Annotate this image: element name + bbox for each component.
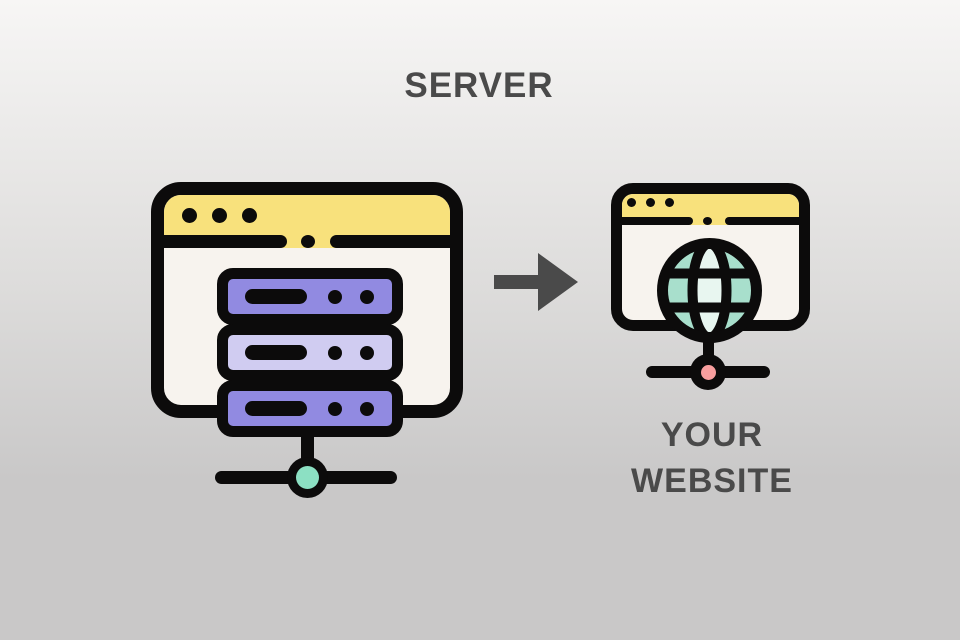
rack-slot bbox=[245, 401, 307, 416]
website-label: YOUR WEBSITE bbox=[631, 412, 793, 504]
titlebar-separator-dot bbox=[301, 235, 315, 248]
website-network-stem bbox=[703, 338, 714, 360]
server-rack bbox=[217, 324, 403, 381]
titlebar-dot bbox=[182, 208, 197, 223]
titlebar-dots bbox=[627, 198, 674, 207]
website-network-node bbox=[690, 354, 726, 390]
globe-icon bbox=[657, 238, 762, 343]
rack-led bbox=[328, 401, 342, 416]
server-rack-stack bbox=[217, 268, 403, 437]
rack-led bbox=[328, 289, 342, 304]
website-label-line2: WEBSITE bbox=[631, 462, 793, 500]
titlebar-dot bbox=[242, 208, 257, 223]
titlebar-separator-right bbox=[725, 217, 799, 225]
rack-led bbox=[360, 401, 374, 416]
titlebar-separator-dot bbox=[703, 217, 712, 225]
rack-slot bbox=[245, 289, 307, 304]
titlebar-dots bbox=[182, 208, 257, 223]
server-network-node bbox=[287, 457, 328, 498]
titlebar-dot bbox=[212, 208, 227, 223]
rack-led bbox=[328, 345, 342, 360]
rack-slot bbox=[245, 345, 307, 360]
server-node-core bbox=[296, 466, 319, 489]
server-label: SERVER bbox=[404, 66, 554, 105]
titlebar-dot bbox=[665, 198, 674, 207]
server-window-titlebar bbox=[164, 195, 450, 248]
rack-led bbox=[360, 345, 374, 360]
titlebar-separator-right bbox=[330, 235, 450, 248]
website-node-core bbox=[700, 364, 716, 380]
server-rack bbox=[217, 268, 403, 325]
right-arrow-icon bbox=[494, 253, 578, 311]
titlebar-dot bbox=[627, 198, 636, 207]
titlebar-dot bbox=[646, 198, 655, 207]
titlebar-separator-left bbox=[622, 217, 693, 225]
website-window-titlebar bbox=[622, 194, 799, 225]
server-rack bbox=[217, 380, 403, 437]
website-label-line1: YOUR bbox=[660, 416, 764, 454]
titlebar-separator-left bbox=[164, 235, 287, 248]
rack-led bbox=[360, 289, 374, 304]
